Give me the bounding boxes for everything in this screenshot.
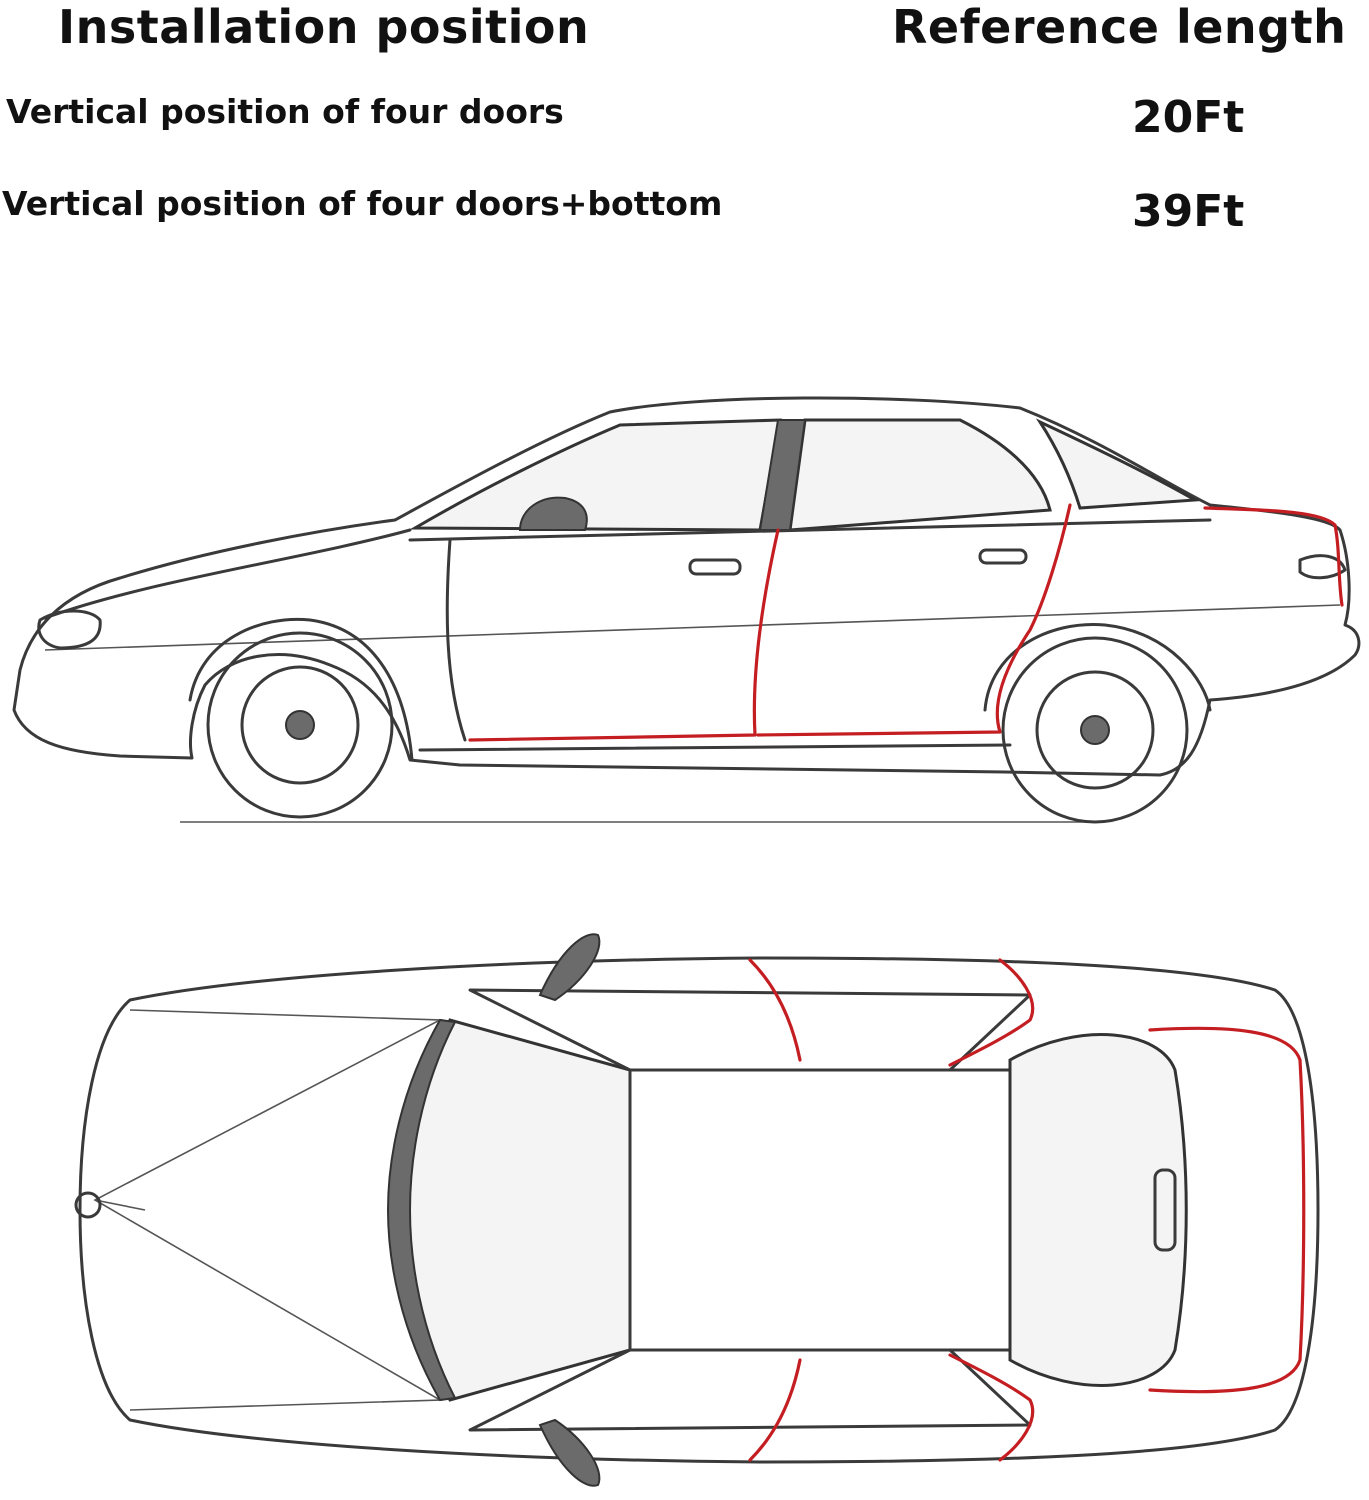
front-hub — [285, 710, 315, 740]
top-body-outline — [78, 956, 1320, 1464]
left-side-windows — [468, 988, 1032, 1072]
car-side-view-illustration — [12, 396, 1361, 824]
rear-quarter-glass — [1035, 418, 1201, 510]
windshield-frame — [386, 1018, 457, 1402]
front-door-handle — [688, 558, 742, 576]
seat-silhouette — [518, 496, 588, 531]
row-value-four-doors-bottom: 39Ft — [1132, 186, 1245, 237]
front-tire — [206, 631, 394, 819]
seal-top-left-front — [748, 958, 802, 1062]
row-value-four-doors: 20Ft — [1132, 92, 1245, 143]
front-door-edge — [445, 538, 467, 742]
windshield — [398, 1018, 632, 1402]
hood-nose — [94, 1199, 146, 1211]
seal-line-rear-door — [756, 503, 1072, 737]
row-label-four-doors-bottom: Vertical position of four doors+bottom — [2, 184, 723, 223]
seal-top-left-rear — [948, 958, 1035, 1067]
shoulder-line — [44, 604, 1341, 651]
front-emblem — [74, 1191, 102, 1219]
front-rim — [240, 665, 360, 785]
roof-panel — [628, 1068, 1012, 1352]
front-wheel-arch — [188, 617, 414, 762]
hood-line — [43, 528, 412, 620]
seal-top-trunk — [1148, 1026, 1306, 1394]
seal-line-front-door — [468, 528, 780, 742]
front-window — [409, 418, 782, 532]
rear-tire — [1001, 636, 1189, 824]
rear-hub — [1080, 715, 1110, 745]
right-mirror — [538, 1418, 601, 1487]
left-mirror — [538, 933, 601, 1002]
side-body-outline — [12, 396, 1361, 777]
installation-position-header: Installation position — [58, 0, 590, 54]
rear-door-handle — [978, 548, 1028, 565]
rear-window — [788, 418, 1052, 532]
car-top-view-illustration — [74, 933, 1320, 1487]
sill-line — [418, 743, 1012, 752]
belt-line — [408, 518, 1212, 542]
tail-light — [1298, 554, 1347, 580]
headlight — [37, 609, 102, 650]
rear-window-top — [1008, 1033, 1188, 1387]
rear-wheel-arch — [983, 622, 1212, 712]
seal-top-right-rear — [948, 1353, 1035, 1462]
row-label-four-doors: Vertical position of four doors — [6, 92, 564, 131]
seal-top-right-front — [748, 1358, 802, 1462]
rear-rim — [1035, 670, 1155, 790]
third-brake-light — [1153, 1168, 1177, 1252]
right-side-windows — [468, 1348, 1032, 1432]
reference-length-header: Reference length — [892, 0, 1347, 54]
seal-line-trunk — [1203, 506, 1344, 607]
